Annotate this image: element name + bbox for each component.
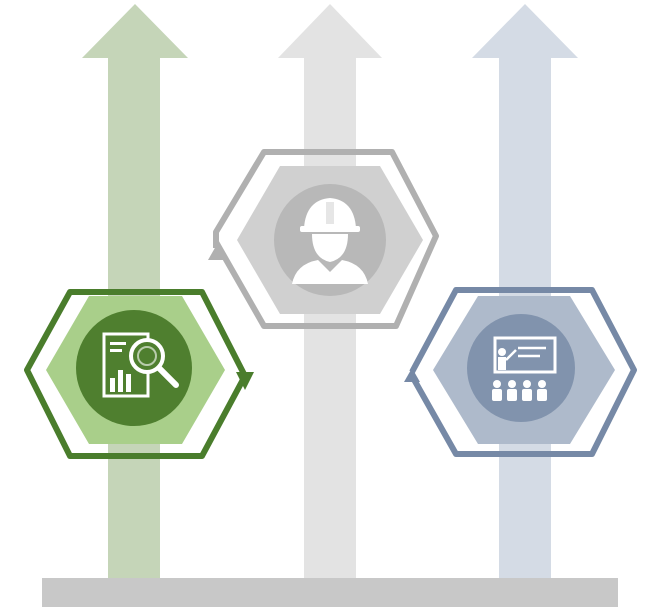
report-magnifier-icon [102, 332, 179, 398]
green-arrowhead [236, 372, 254, 390]
hard-hat-worker-icon [292, 198, 368, 284]
node-analysis [24, 289, 254, 459]
node-worker [208, 149, 439, 329]
base-bar [42, 578, 618, 607]
gray-ring [213, 149, 439, 329]
blue-circle [467, 314, 575, 422]
gray-arrowhead [208, 246, 224, 260]
node-training [404, 287, 637, 457]
blue-arrowhead [404, 368, 420, 382]
presentation-audience-icon [492, 336, 557, 401]
blue-ring [409, 287, 637, 457]
green-ring [24, 289, 249, 459]
